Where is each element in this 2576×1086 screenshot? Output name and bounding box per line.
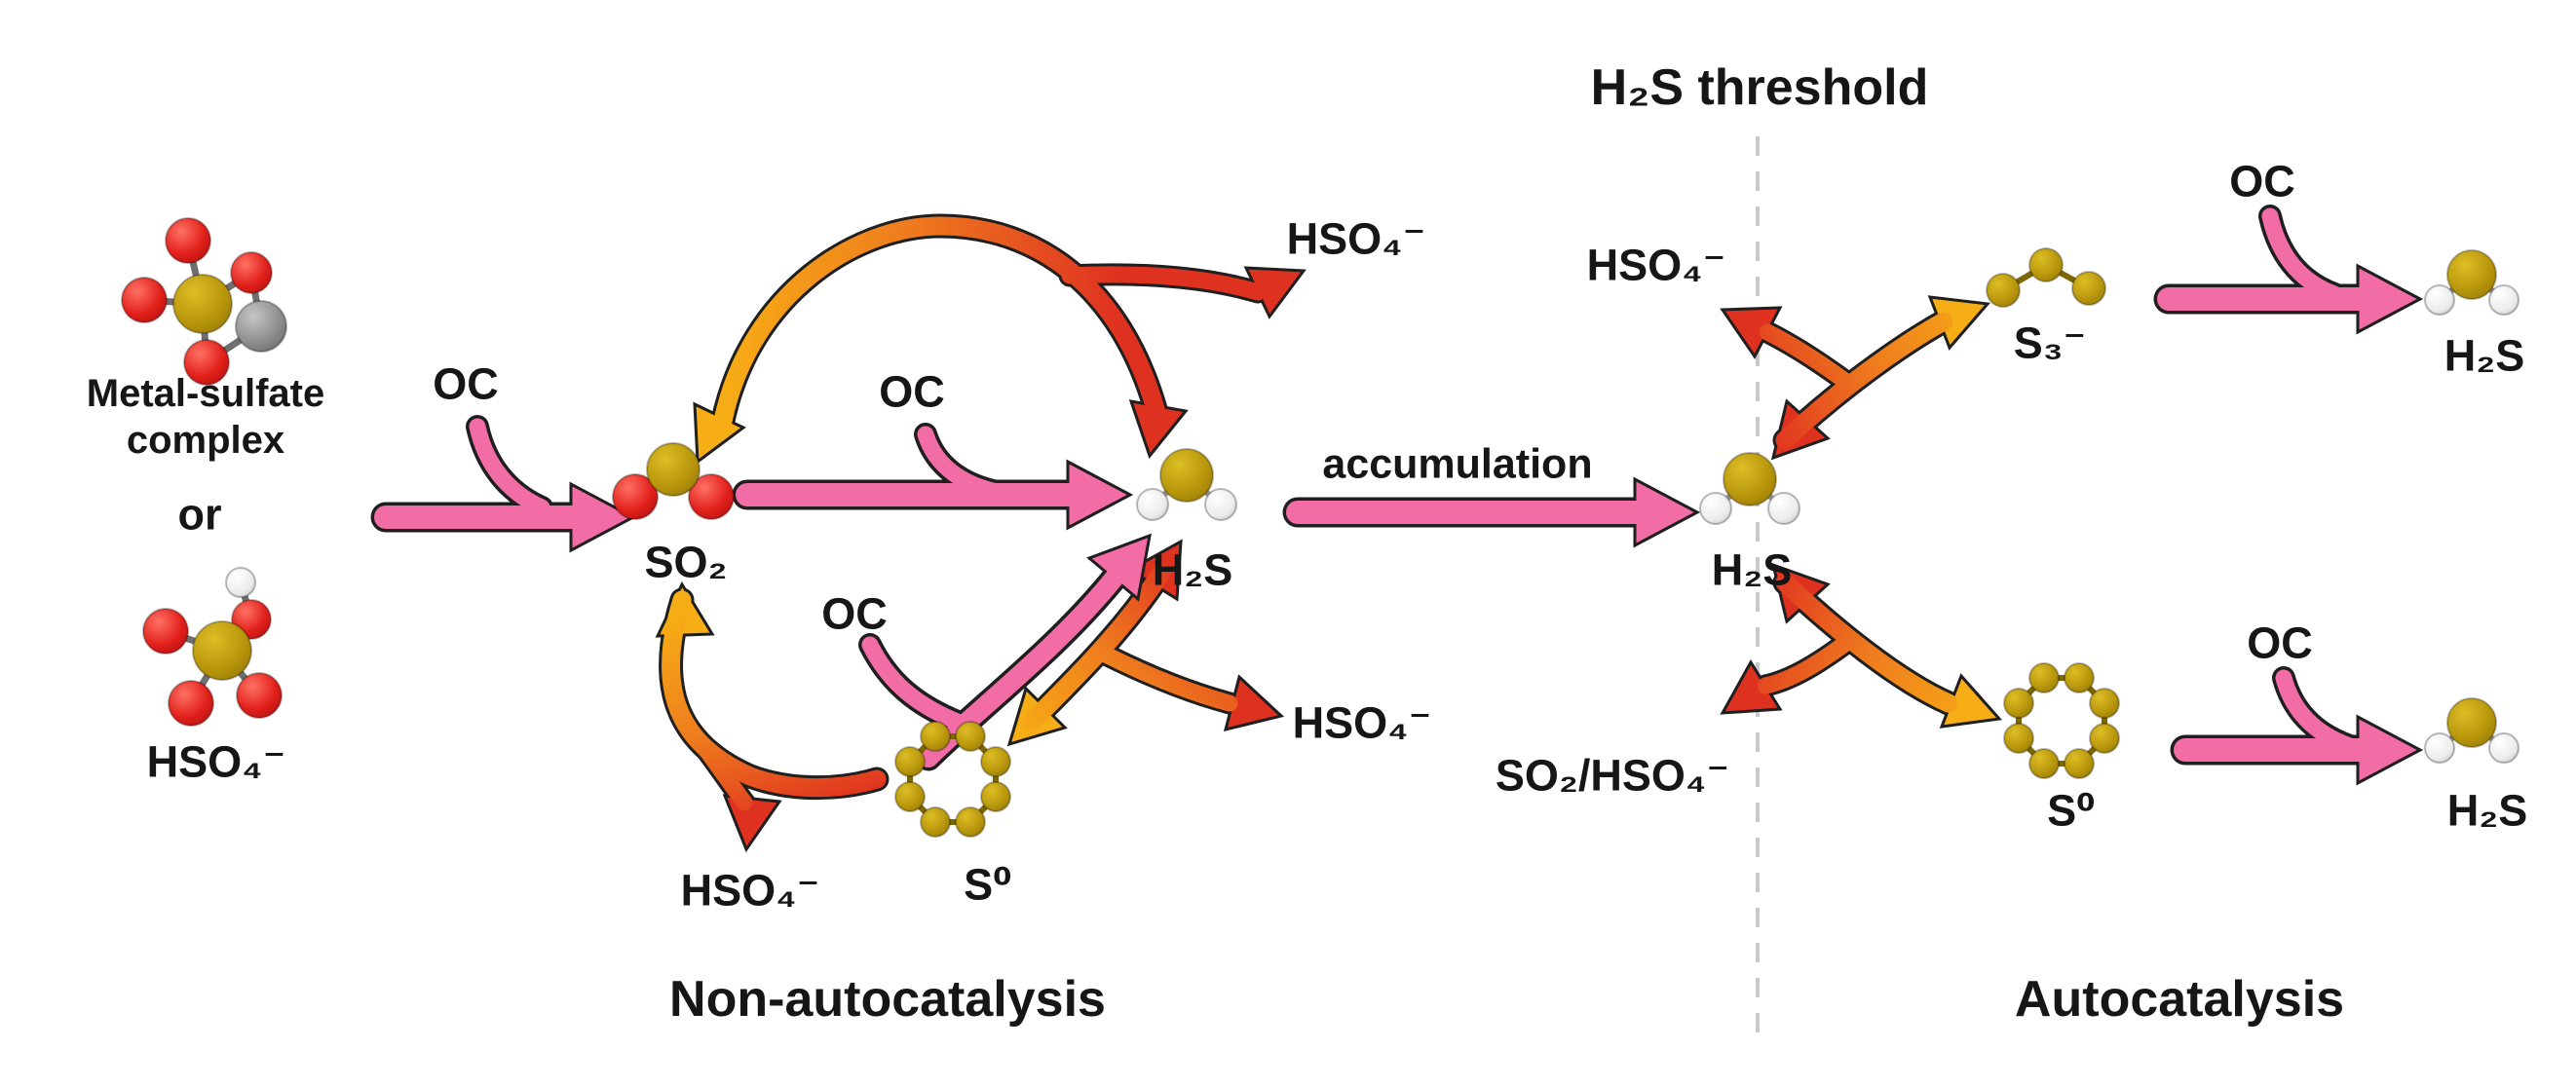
h2s-molecule-left [1136, 448, 1237, 521]
arc-arrow-h2s-s3-hso4-right-top [1720, 295, 1990, 461]
s3-minus-label: S₃⁻ [2013, 318, 2087, 368]
h2s-right-top-label: H₂S [2443, 330, 2525, 381]
so2-hso4-right-label: SO₂/HSO₄⁻ [1495, 750, 1730, 801]
metal-sulfate-complex-molecule [121, 217, 287, 386]
metal-sulfate-label-line2: complex [126, 419, 285, 462]
oc-label-mid: OC [879, 366, 945, 417]
s8-ring-molecule-right [2003, 662, 2120, 779]
oc-arrow-s3-to-h2s [2153, 205, 2424, 335]
oc-label-lower: OC [821, 588, 888, 639]
s8-ring-molecule-left [894, 721, 1011, 838]
so2-label: SO₂ [644, 537, 728, 587]
accumulation-label: accumulation [1322, 440, 1593, 488]
hso4-top-label: HSO₄⁻ [1286, 213, 1426, 264]
s3-chain-molecule [1986, 247, 2106, 308]
h2s-molecule-right-bottom [2424, 697, 2519, 764]
arc-arrow-h2s-s0-so2hso4-right-bottom [1720, 562, 2002, 729]
oc-arrow-so2-to-h2s [732, 423, 1134, 531]
s0-left-label: S⁰ [964, 859, 1012, 910]
hso4-mid-right-label: HSO₄⁻ [1292, 697, 1432, 748]
h2s-center-right-label: H₂S [1711, 544, 1793, 595]
or-label: or [177, 489, 222, 540]
hso4-molecule-left [142, 567, 283, 727]
oc-label-left: OC [433, 358, 499, 409]
hso4-bottom-left-label: HSO₄⁻ [680, 865, 820, 916]
s0-right-label: S⁰ [2047, 785, 2096, 836]
metal-sulfate-label-line1: Metal-sulfate [86, 372, 325, 415]
h2s-molecule-center-right [1699, 452, 1800, 525]
so2-molecule [612, 442, 735, 520]
h2s-left-label: H₂S [1152, 544, 1233, 595]
hso4-right-top-label: HSO₄⁻ [1586, 240, 1726, 290]
h2s-right-bottom-label: H₂S [2446, 785, 2528, 836]
oc-label-right-top: OC [2229, 156, 2295, 206]
autocatalysis-title: Autocatalysis [2014, 971, 2345, 1028]
h2s-molecule-right-top [2424, 249, 2519, 316]
oc-arrow-sulfate-to-so2 [370, 415, 637, 553]
oc-arrow-s0-to-h2s-right [2170, 666, 2424, 786]
h2s-threshold-title: H₂S threshold [1590, 59, 1929, 116]
accumulation-arrow [1282, 476, 1701, 548]
non-autocatalysis-title: Non-autocatalysis [669, 971, 1106, 1028]
arc-arrow-h2s-so2-hso4-top [693, 213, 1307, 465]
hso4-left-label: HSO₄⁻ [146, 736, 286, 787]
oc-label-right-bottom: OC [2247, 618, 2313, 668]
arc-arrow-s0-h2s-hso4 [1006, 539, 1285, 747]
arc-arrow-so2-s0-hso4-lower-left [655, 580, 890, 853]
